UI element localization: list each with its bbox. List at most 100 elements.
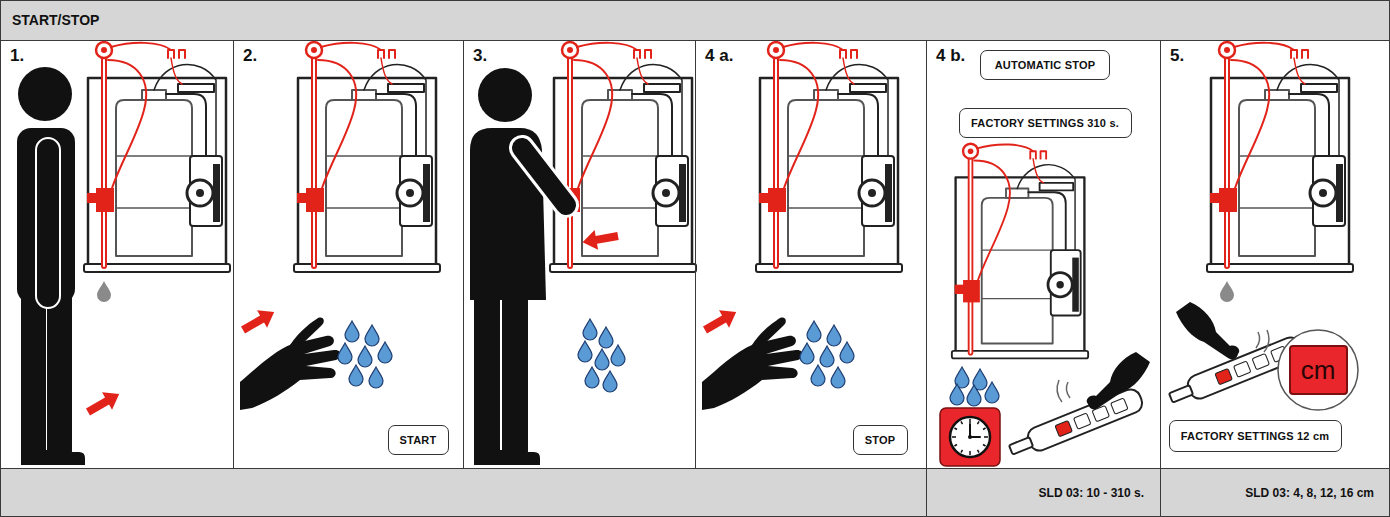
person-standing: [36, 138, 60, 308]
box-label: FACTORY SETTINGS 12 cm: [1181, 430, 1329, 442]
step-panel: 5. cmFACTORY SETTINGS 12 cm: [1160, 40, 1390, 469]
water-drops: [578, 319, 625, 392]
remote-control: [1006, 386, 1145, 461]
water-drops: [595, 349, 609, 370]
pressing-hand: [1087, 352, 1150, 409]
timer-icon: [969, 419, 971, 423]
step-number: 4 b.: [936, 46, 965, 66]
motion-lines: [1256, 330, 1269, 352]
motion-lines: [1057, 380, 1062, 402]
label-box: FACTORY SETTINGS 12 cm: [1169, 420, 1342, 452]
panel-5-art: [1166, 42, 1358, 410]
drip: [1220, 281, 1234, 302]
step-number: 5.: [1170, 46, 1184, 66]
panel-3-art: [470, 42, 696, 465]
person-standing: [17, 67, 85, 465]
timer-icon: [961, 450, 963, 453]
timer-icon: [940, 408, 1000, 466]
timer-icon: [968, 435, 972, 439]
footer-band: [1, 468, 1390, 517]
water-drops: [603, 371, 617, 392]
footer-band: [926, 468, 927, 517]
panel-2-art: [238, 42, 440, 410]
timer-icon: [969, 451, 971, 455]
person-leaning: [474, 290, 500, 455]
person-leaning: [470, 68, 546, 465]
motion-lines: [1066, 382, 1070, 398]
header-band: [1, 1, 1390, 41]
water-drops: [967, 385, 981, 406]
motion-lines: [1256, 332, 1260, 348]
setting-icon: cm: [1289, 345, 1348, 395]
step-panel: 4 a. STOP: [695, 40, 927, 469]
step-number: 2.: [243, 46, 257, 66]
timer-icon: [983, 428, 986, 430]
label-box: AUTOMATIC STOP: [980, 50, 1110, 80]
header-band: [1, 1, 1390, 41]
drip: [97, 281, 111, 302]
box-label: START: [400, 434, 437, 446]
step-panel: 2. START: [233, 40, 464, 469]
timer-icon: [954, 428, 957, 430]
person-standing: [21, 290, 46, 455]
step-panel: 4 b. AUTOMATIC STOP FACTORY SETTINGS 310 s…: [926, 40, 1161, 469]
footer-band: [1160, 468, 1161, 517]
person-leaning: [502, 452, 540, 465]
step-panel: 3.: [463, 40, 696, 469]
timer-icon: [950, 417, 990, 457]
icon-label: cm: [1301, 355, 1336, 385]
water-drops: [950, 384, 964, 405]
person-standing: [47, 290, 72, 455]
motion-lines: [1264, 330, 1269, 352]
timer-icon: [952, 436, 956, 438]
timer-icon: [983, 445, 986, 447]
box-label: STOP: [865, 434, 896, 446]
person-standing: [21, 450, 51, 465]
water-drops: [985, 382, 999, 403]
person-standing: [47, 452, 85, 465]
timer-icon: [984, 436, 988, 438]
box-label: FACTORY SETTINGS 310 s.: [971, 117, 1119, 129]
label-box: STOP: [853, 425, 908, 455]
dispenser-unit: [84, 42, 230, 272]
water-drops: [599, 327, 613, 348]
water-drops: [950, 367, 999, 406]
setting-range: SLD 03: 10 - 310 s.: [927, 469, 1160, 516]
timer-icon: [954, 445, 957, 447]
timer-icon: [978, 421, 980, 424]
zoom-circle: [1278, 330, 1358, 410]
motion-arrow: [83, 385, 124, 420]
timer-icon: [940, 408, 1000, 466]
timer-icon: [952, 419, 988, 455]
step-number: 1.: [10, 46, 24, 66]
water-drops: [585, 367, 599, 388]
person-leaning: [478, 68, 532, 122]
step-panel: 1.: [0, 40, 234, 469]
person-arm: [522, 148, 566, 205]
label-box: START: [388, 425, 449, 455]
person-arm-outline: [522, 148, 566, 205]
setting-range: SLD 03: 4, 8, 12, 16 cm: [1161, 469, 1390, 516]
step-number: 4 a.: [705, 46, 733, 66]
step-number: 3.: [473, 46, 487, 66]
panel-4a-art: [700, 42, 902, 410]
person-leaning: [474, 450, 504, 465]
pressing-hand: [1176, 302, 1239, 359]
water-drops: [611, 345, 625, 366]
page-title: START/STOP: [12, 0, 99, 40]
timer-icon: [978, 450, 980, 453]
motion-arrow: [581, 226, 620, 252]
panel-4b-art: [940, 144, 1150, 466]
dispenser-unit: [1207, 42, 1353, 272]
dispenser-unit: [952, 144, 1088, 359]
footer-band: [1, 469, 1390, 517]
box-label: AUTOMATIC STOP: [995, 59, 1096, 71]
dispenser-unit: [550, 42, 696, 272]
water-drops: [578, 341, 592, 362]
label-box: FACTORY SETTINGS 310 s.: [959, 108, 1132, 138]
person-standing: [18, 67, 72, 121]
motion-lines: [1057, 380, 1070, 402]
water-drops: [583, 319, 597, 340]
panel-1-art: [17, 42, 230, 465]
